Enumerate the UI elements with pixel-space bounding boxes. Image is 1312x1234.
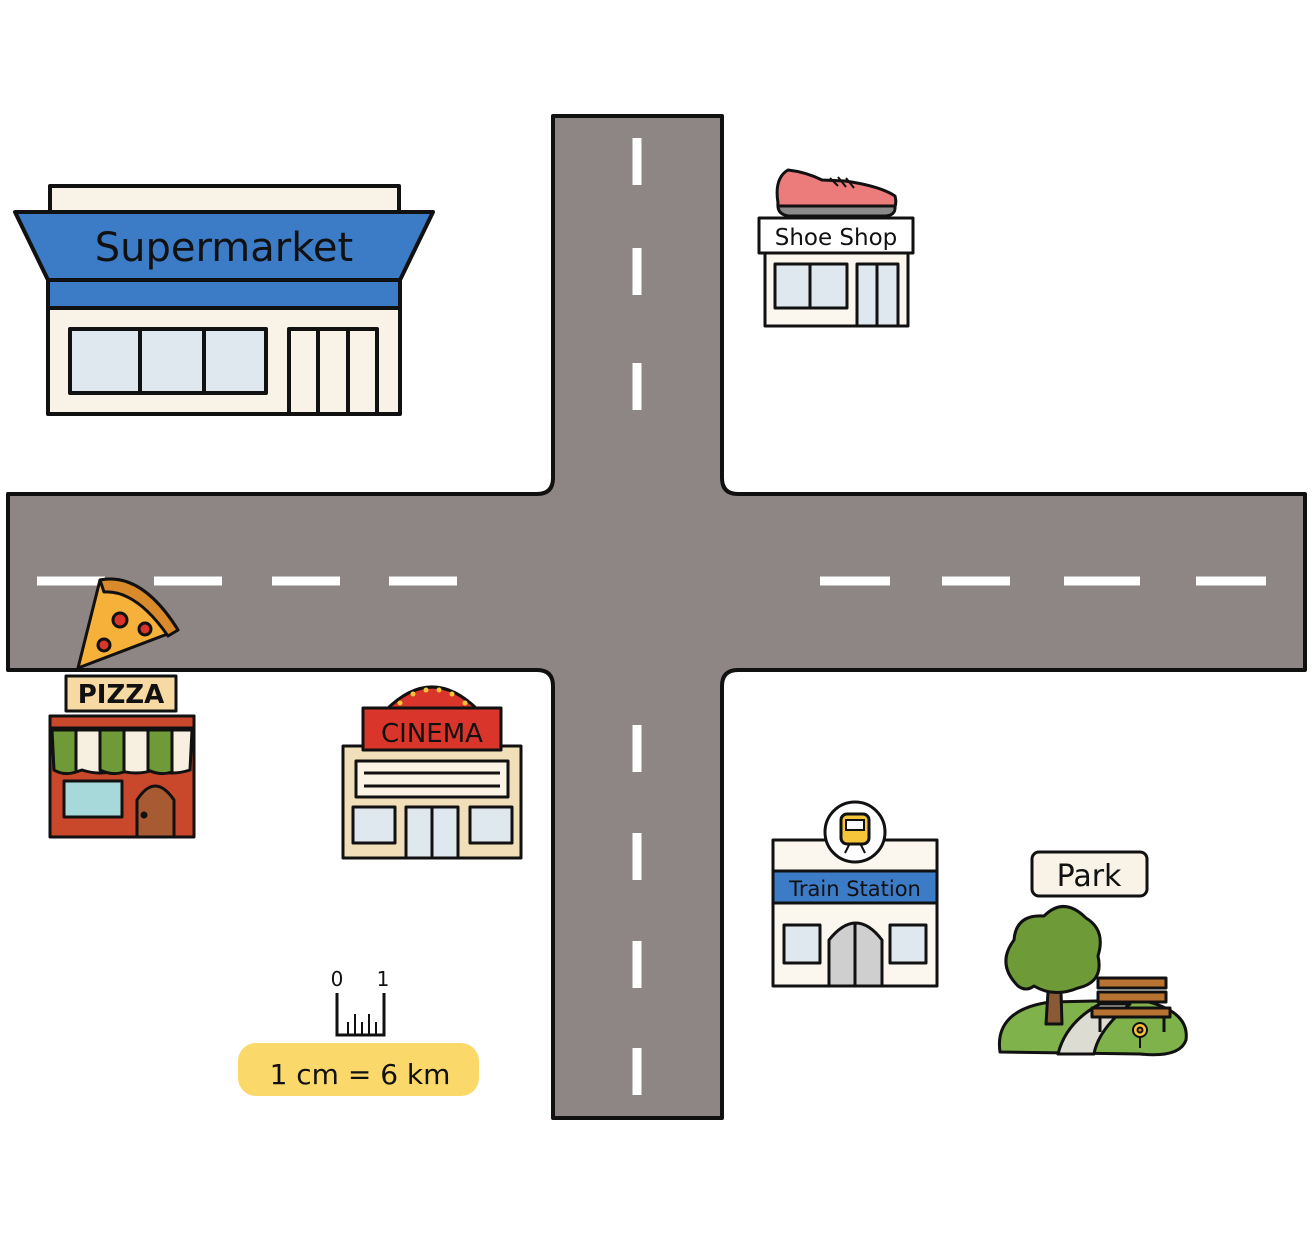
cinema-label: CINEMA bbox=[381, 719, 483, 749]
train-station-label: Train Station bbox=[788, 877, 921, 901]
ruler-start-label: 0 bbox=[331, 967, 344, 991]
cinema-icon bbox=[341, 685, 523, 860]
supermarket-icon bbox=[13, 184, 435, 416]
pizza-label: PIZZA bbox=[78, 680, 165, 710]
supermarket-label: Supermarket bbox=[95, 225, 353, 271]
lane-markings bbox=[37, 138, 1266, 1095]
scale-badge bbox=[238, 1043, 479, 1096]
flower-icon bbox=[1132, 1022, 1148, 1048]
road-network bbox=[6, 114, 1307, 1120]
park-label: Park bbox=[1057, 859, 1122, 894]
shoe-icon bbox=[775, 168, 898, 218]
pizza-slice-icon bbox=[76, 577, 180, 670]
cinema-marquee-lights bbox=[397, 687, 468, 706]
shoe-shop-building bbox=[757, 216, 915, 328]
bench-icon bbox=[1090, 976, 1172, 1032]
scale-label: 1 cm = 6 km bbox=[270, 1058, 451, 1091]
pizza-shop-icon bbox=[48, 674, 196, 839]
park-sign bbox=[1030, 850, 1149, 898]
tree-icon bbox=[1004, 905, 1102, 1026]
train-station-building bbox=[771, 838, 939, 988]
train-icon bbox=[823, 800, 887, 864]
road-cross bbox=[6, 114, 1307, 1120]
ruler-icon bbox=[335, 993, 386, 1037]
shoe-shop-label: Shoe Shop bbox=[775, 225, 898, 251]
ruler-end-label: 1 bbox=[377, 967, 390, 991]
